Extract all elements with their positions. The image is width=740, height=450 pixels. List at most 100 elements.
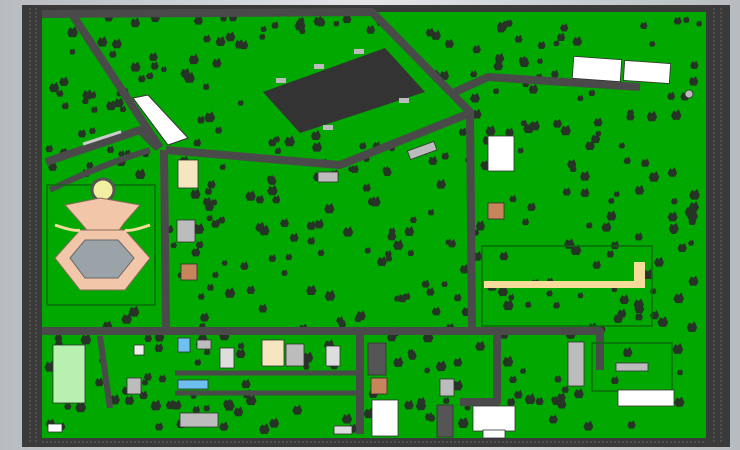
tree-icon (203, 34, 211, 43)
tree-icon (268, 137, 277, 147)
tree-icon (670, 109, 682, 120)
tree-icon (472, 44, 481, 54)
tree-icon (509, 375, 517, 384)
tree-icon (336, 316, 344, 324)
tree-icon (537, 40, 546, 49)
tree-icon (154, 343, 164, 352)
tree-icon (268, 254, 277, 262)
road-south-main (42, 327, 604, 370)
tree-icon (459, 264, 470, 274)
tree-icon (610, 375, 619, 385)
road-south-east (460, 331, 501, 406)
tree-icon (585, 221, 593, 229)
tree-icon (617, 308, 627, 318)
tree-icon (593, 117, 603, 127)
tree-icon (219, 163, 226, 170)
tree-icon (393, 356, 404, 367)
parking-lot (263, 48, 425, 133)
tree-icon (316, 17, 326, 27)
tree-icon (627, 420, 636, 429)
tree-icon (203, 348, 211, 355)
tree-icon (289, 232, 299, 242)
tree-icon (203, 404, 211, 412)
tree-icon (191, 247, 201, 257)
tree-icon (359, 141, 367, 150)
tree-icon (214, 126, 223, 134)
tree-icon (188, 53, 199, 65)
tree-icon (592, 260, 601, 269)
tree-icon (524, 393, 536, 404)
tree-icon (520, 119, 528, 127)
tree-icon (688, 76, 699, 86)
tree-icon (667, 91, 676, 100)
tree-icon (554, 374, 562, 383)
tree-icon (383, 167, 392, 176)
tree-icon (610, 240, 620, 250)
tree-icon (199, 312, 210, 322)
tree-icon (245, 190, 256, 201)
tree-icon (517, 147, 524, 154)
building-ne-a (571, 55, 623, 83)
tree-icon (494, 52, 505, 63)
road-north (41, 8, 476, 331)
tree-icon (91, 105, 98, 113)
tree-icon (470, 70, 478, 78)
tree-icon (546, 289, 553, 297)
tree-icon (190, 188, 201, 199)
orchard-path (484, 262, 645, 288)
tree-icon (294, 19, 306, 31)
tree-icon (194, 358, 202, 366)
tree-icon (559, 23, 569, 32)
building-east-tall (487, 135, 515, 172)
tree-icon (303, 363, 310, 370)
tree-icon (562, 187, 571, 196)
road-diagonal-northwest (68, 11, 164, 151)
tree-icon (668, 222, 679, 233)
tree-icon (573, 388, 584, 399)
tree-icon (193, 138, 202, 147)
tree-icon (150, 61, 159, 70)
tree-icon (193, 222, 205, 234)
tree-icon (626, 112, 635, 121)
road-central-north (165, 109, 472, 169)
tree-icon (424, 366, 431, 374)
tree-icon (519, 367, 527, 374)
tree-icon (688, 216, 697, 225)
tree-icon (255, 194, 265, 204)
tree-icon (207, 179, 216, 189)
tree-icon (453, 293, 462, 302)
tree-icon (553, 39, 560, 47)
tree-icon (580, 187, 590, 197)
tree-icon (416, 396, 426, 406)
tree-icon (237, 99, 244, 106)
tree-icon (260, 25, 267, 32)
tree-icon (684, 205, 696, 217)
tree-icon (471, 108, 482, 119)
tree-icon (118, 150, 125, 157)
tree-icon (54, 333, 63, 342)
tree-icon (324, 289, 336, 301)
tree-icon (366, 24, 375, 34)
tree-icon (552, 118, 562, 128)
tree-icon (673, 16, 682, 25)
tree-icon (425, 27, 435, 37)
tree-icon (145, 71, 154, 80)
tree-icon (302, 351, 314, 363)
tree-icon (281, 269, 288, 276)
tree-icon (185, 73, 195, 83)
tree-icon (363, 407, 374, 419)
tree-icon (150, 399, 162, 411)
tree-icon (404, 226, 415, 236)
tree-icon (601, 221, 612, 232)
tree-icon (688, 239, 695, 246)
tree-icon (428, 155, 438, 165)
tree-icon (124, 395, 135, 405)
tree-icon (606, 249, 614, 258)
tree-icon (407, 249, 415, 257)
tree-icon (235, 348, 246, 359)
tree-icon (206, 214, 213, 221)
tree-icon (342, 14, 352, 24)
tree-icon (505, 127, 514, 137)
tree-icon (61, 101, 69, 110)
tree-icon (509, 194, 517, 203)
